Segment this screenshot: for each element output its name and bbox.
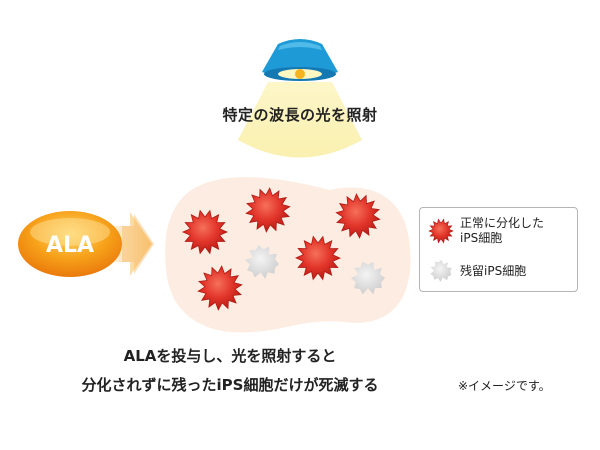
cells-group — [182, 187, 385, 311]
legend-normal-line1: 正常に分化した — [460, 216, 545, 230]
residual-cell-icon — [430, 260, 452, 282]
ala-badge: ALA — [18, 211, 122, 277]
light-beam — [238, 82, 362, 158]
legend-residual: 残留iPS細胞 — [428, 258, 526, 284]
legend-normal: 正常に分化した iPS細胞 — [428, 216, 544, 246]
legend-residual-label: 残留iPS細胞 — [460, 263, 527, 278]
note-text: ※イメージです。 — [458, 379, 551, 393]
legend: 正常に分化した iPS細胞 残留iPS細胞 — [419, 207, 578, 292]
differentiated-cell — [182, 209, 228, 255]
cell-culture-area — [165, 177, 411, 333]
caption-line2: 分化されずに残ったiPS細胞だけが死滅する — [81, 376, 379, 394]
residual-ips-cell — [245, 245, 279, 279]
caption-line1: ALAを投与し、光を照射すると — [123, 347, 337, 365]
differentiated-cell — [245, 187, 291, 233]
differentiated-cell — [335, 193, 381, 239]
differentiated-cell — [197, 265, 243, 311]
legend-normal-line2: iPS細胞 — [460, 231, 503, 245]
light-label: 特定の波長の光を照射 — [222, 106, 378, 124]
differentiated-cell — [295, 235, 341, 281]
residual-ips-cell — [351, 261, 385, 295]
normal-cell-icon — [428, 218, 454, 244]
ala-label: ALA — [46, 233, 94, 258]
lamp-icon — [262, 39, 338, 81]
